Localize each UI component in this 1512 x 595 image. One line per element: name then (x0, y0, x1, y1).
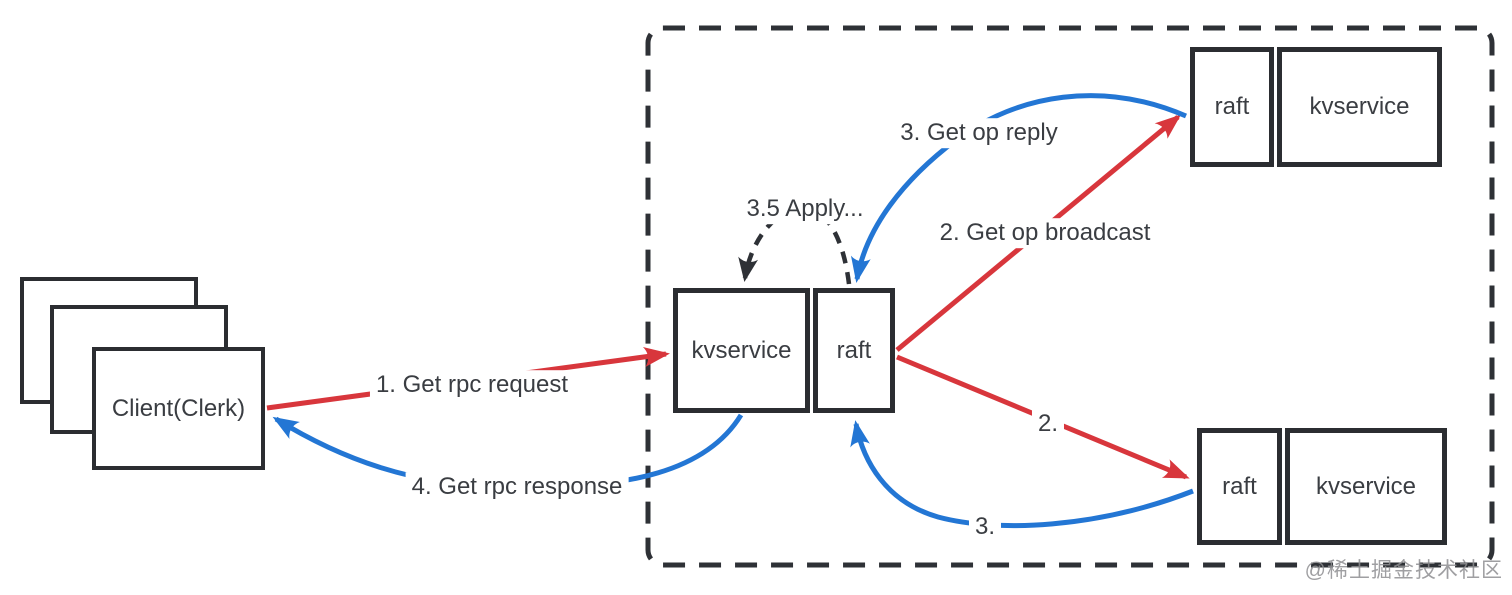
watermark: @稀土掘金技术社区 (1304, 559, 1503, 582)
arrow-op-reply-bottom (850, 420, 1194, 529)
follower-top-kvservice-label: kvservice (1309, 93, 1410, 120)
follower-bottom-kvservice-box: kvservice (1285, 428, 1447, 545)
leader-raft-label: raft (836, 336, 872, 364)
follower-top-raft-label: raft (1214, 93, 1250, 120)
label-op-broadcast-short: 2. (1031, 409, 1065, 439)
leader-kvservice-label: kvservice (691, 336, 792, 364)
follower-bottom-raft-box: raft (1197, 428, 1282, 545)
leader-raft-box: raft (813, 288, 895, 413)
follower-top-raft-box: raft (1190, 47, 1274, 167)
label-rpc-response: 4. Get rpc response (405, 472, 629, 502)
client-label: Client(Clerk) (111, 394, 246, 422)
client-node: Client(Clerk) (92, 347, 265, 470)
label-op-reply-short: 3. (968, 512, 1002, 542)
follower-bottom-raft-label: raft (1222, 472, 1257, 500)
leader-kvservice-box: kvservice (673, 288, 810, 413)
label-op-reply: 3. Get op reply (894, 118, 1064, 148)
follower-bottom-kvservice-label: kvservice (1315, 472, 1417, 500)
cluster-boundary (645, 25, 1495, 568)
label-apply: 3.5 Apply... (740, 194, 870, 224)
label-op-broadcast: 2. Get op broadcast (933, 218, 1157, 248)
follower-top-kvservice-box: kvservice (1277, 47, 1442, 167)
label-rpc-request: 1. Get rpc request (369, 370, 575, 400)
